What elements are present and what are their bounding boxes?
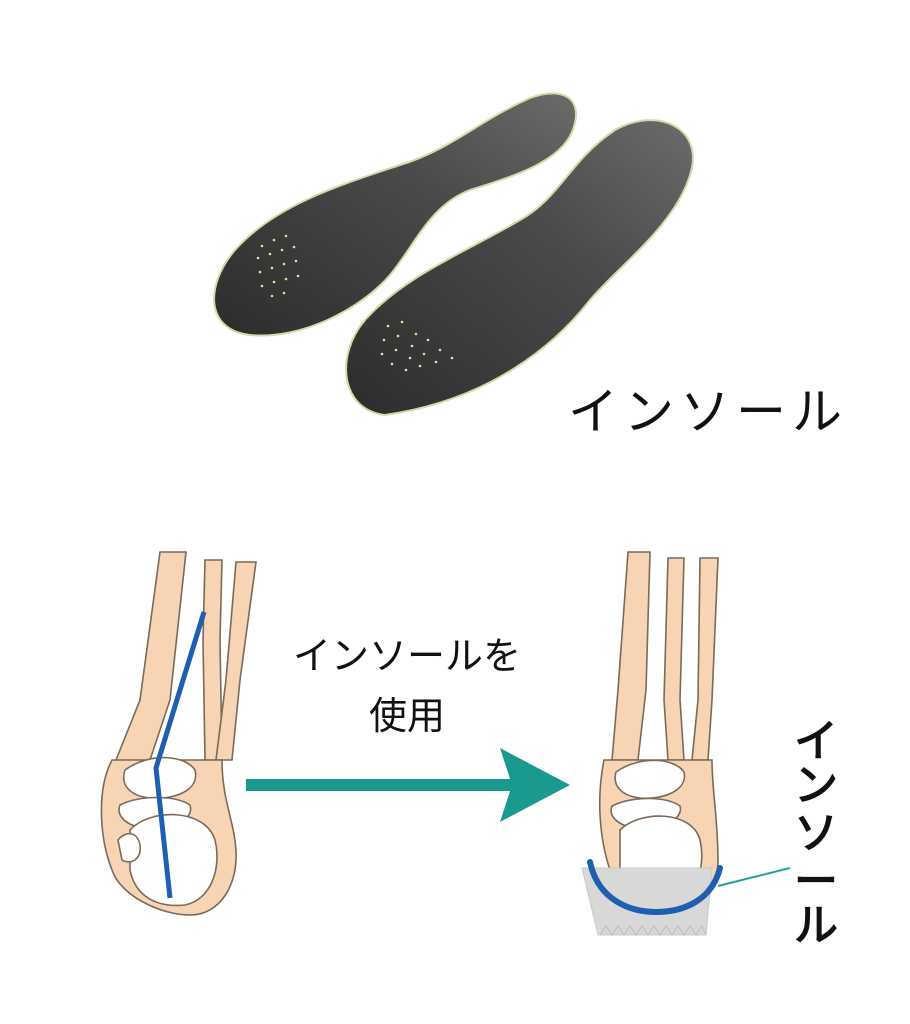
alignment-line-before <box>153 611 207 899</box>
leg-after <box>598 551 719 911</box>
vertical-char: ー <box>794 856 838 907</box>
leg-before <box>100 551 257 916</box>
vertical-char: ル <box>794 900 838 951</box>
vertical-char: ソ <box>794 808 838 859</box>
vertical-char: イ <box>794 716 838 767</box>
insole-title: インソール <box>568 383 848 441</box>
arrow-caption-line2: 使用 <box>368 694 445 738</box>
left-insole <box>213 92 577 337</box>
insole-curve <box>587 859 723 916</box>
insole-pair-illustration <box>213 92 694 417</box>
transition-arrow <box>246 748 570 822</box>
insole-pointer-line <box>717 867 791 887</box>
vertical-char: ン <box>794 760 838 811</box>
insole-vertical-label: イ ン ソ ー ル <box>792 720 840 948</box>
arrow-caption: インソールを 使用 <box>272 626 542 746</box>
insole-perforations <box>256 234 454 372</box>
right-insole <box>345 119 694 417</box>
arrow-caption-line1: インソールを <box>292 634 521 678</box>
